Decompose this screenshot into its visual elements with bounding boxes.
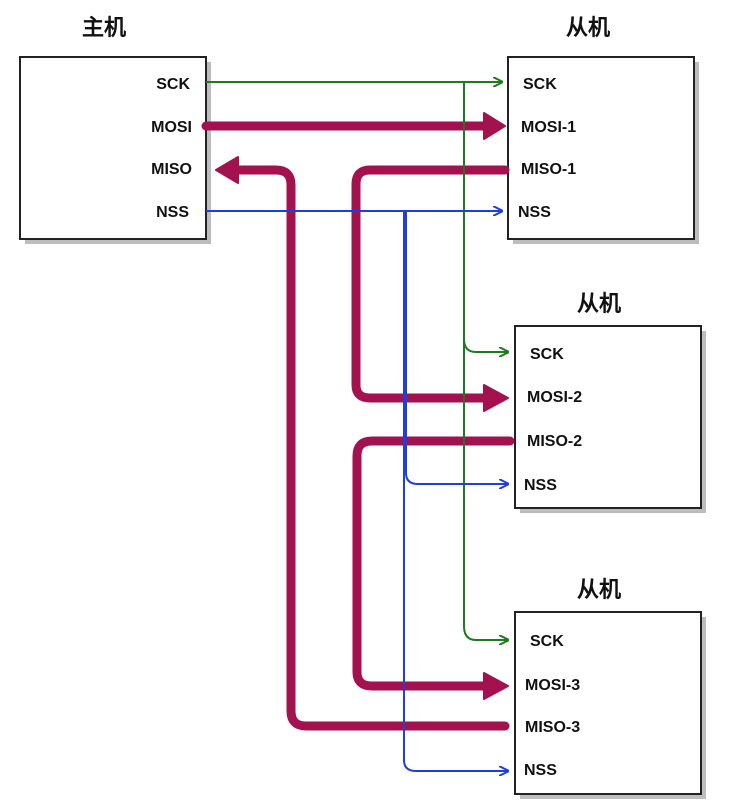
slave3-pin-mosi: MOSI-3: [525, 677, 580, 694]
miso-master-arrowhead: [215, 156, 239, 184]
nss-line-2: [405, 211, 508, 484]
slave2-pin-sck: SCK: [530, 346, 564, 363]
sck-line-3: [463, 340, 508, 640]
slave1-pin-nss: NSS: [518, 204, 551, 221]
slave2-title: 从机: [577, 292, 621, 317]
slave3-pin-miso: MISO-3: [525, 719, 580, 736]
miso1-to-mosi2-line: [351, 165, 510, 403]
slave1-pin-miso: MISO-1: [521, 161, 576, 178]
master-pin-mosi: MOSI: [151, 119, 192, 136]
slave3-box: [514, 611, 702, 795]
slave2-box: [514, 325, 702, 509]
slave3-pin-nss: NSS: [524, 762, 557, 779]
master-box: [19, 56, 207, 240]
slave1-pin-mosi: MOSI-1: [521, 119, 576, 136]
slave2-pin-miso: MISO-2: [527, 433, 582, 450]
mosi2-arrowhead: [483, 384, 509, 412]
slave2-pin-mosi: MOSI-2: [527, 389, 582, 406]
master-pin-sck: SCK: [156, 76, 190, 93]
slave1-title: 从机: [566, 16, 610, 41]
slave3-title: 从机: [577, 578, 621, 603]
master-title: 主机: [82, 16, 126, 41]
miso2-to-mosi3-line: [352, 436, 515, 691]
slave2-pin-nss: NSS: [524, 477, 557, 494]
sck-line-2: [463, 82, 508, 352]
miso-return-line: [229, 165, 510, 731]
slave1-box: [507, 56, 695, 240]
master-pin-miso: MISO: [151, 161, 192, 178]
slave3-pin-sck: SCK: [530, 633, 564, 650]
master-pin-nss: NSS: [156, 204, 189, 221]
slave1-pin-sck: SCK: [523, 76, 557, 93]
mosi3-arrowhead: [483, 672, 509, 700]
nss-line-3: [403, 211, 508, 771]
mosi1-arrowhead: [483, 112, 506, 140]
